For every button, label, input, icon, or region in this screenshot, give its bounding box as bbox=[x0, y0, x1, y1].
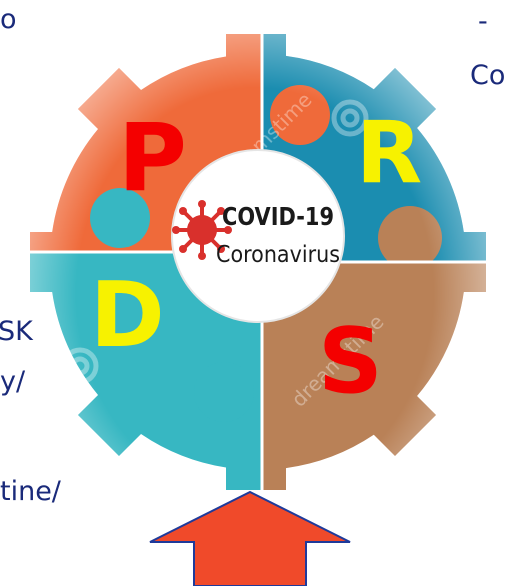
letter-s: S bbox=[318, 309, 383, 414]
text-fragment: tine/ bbox=[0, 476, 61, 507]
text-fragment: - bbox=[478, 6, 488, 37]
letter-p: P bbox=[118, 104, 187, 213]
text-fragment: Co bbox=[470, 60, 506, 91]
virus-icon bbox=[172, 200, 232, 260]
up-arrow-icon bbox=[149, 490, 351, 586]
text-fragment: SK bbox=[0, 316, 33, 347]
covid19-badge: COVID-19 Coronavirus bbox=[171, 149, 345, 323]
text-fragment: y/ bbox=[0, 366, 26, 397]
letter-d: D bbox=[90, 263, 165, 368]
badge-subtitle: Coronavirus bbox=[216, 242, 340, 268]
letter-r: R bbox=[356, 103, 422, 203]
text-fragment: o bbox=[0, 4, 17, 35]
badge-title: COVID-19 bbox=[222, 202, 334, 231]
